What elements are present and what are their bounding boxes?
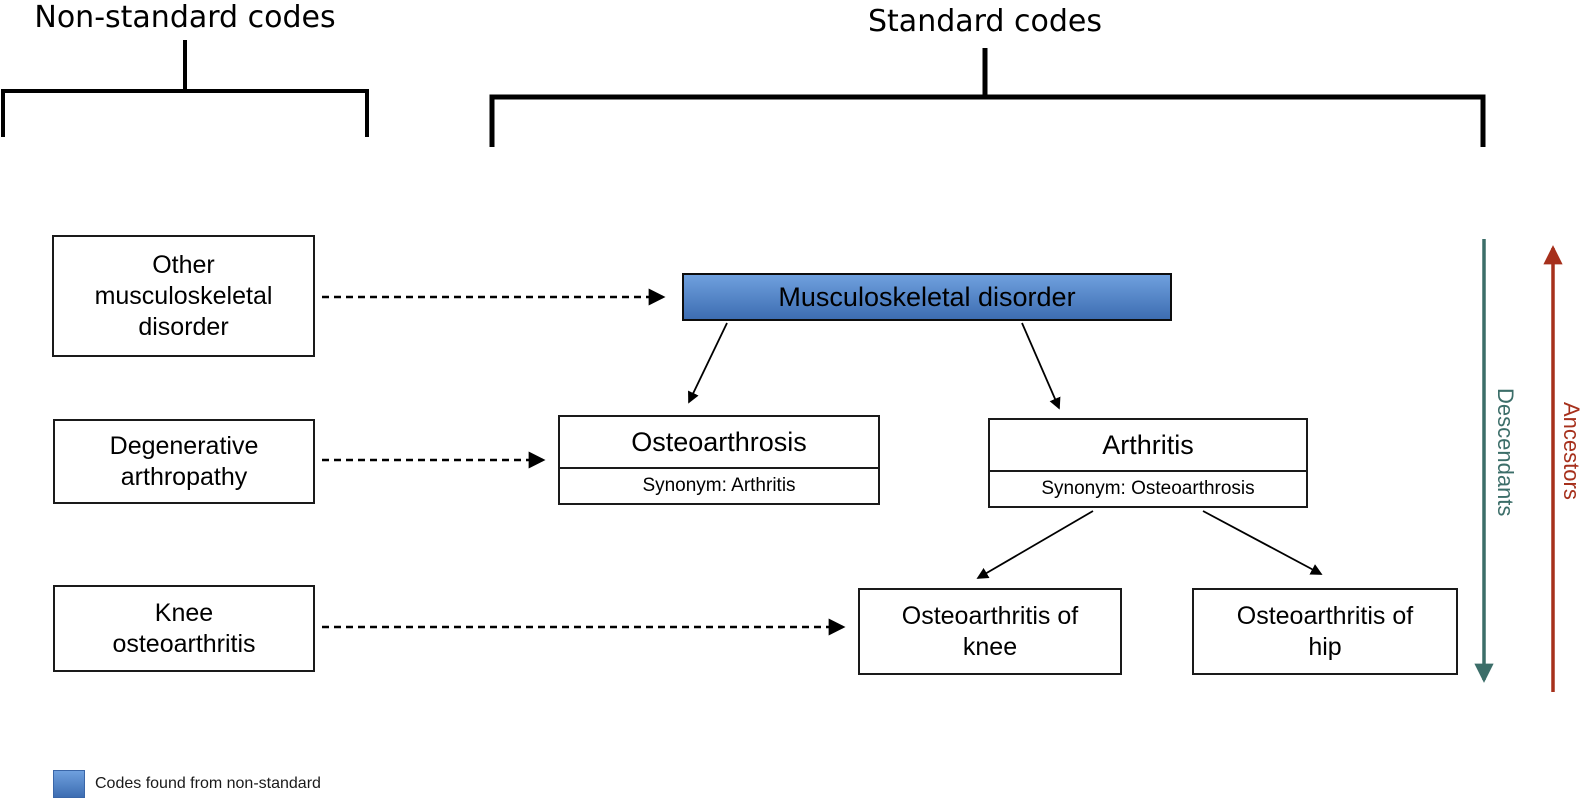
descendants-axis-label: Descendants [1493,388,1518,517]
non-standard-box-knee-osteoarthritis: Knee osteoarthritis [53,585,315,672]
standard-bracket [489,48,1486,147]
non-standard-bracket [1,40,369,137]
arrow-arthritis-to-knee [976,510,1094,579]
box-label: Osteoarthrosis [560,417,878,469]
standard-box-osteoarthritis-of-knee: Osteoarthritis of knee [858,588,1122,675]
non-standard-codes-title: Non-standard codes [34,0,336,35]
box-label: Musculoskeletal disorder [778,281,1076,312]
arrow-root-to-arthritis [1021,322,1061,410]
standard-box-osteoarthrosis: Osteoarthrosis Synonym: Arthritis [558,415,880,505]
box-label: Other musculoskeletal disorder [94,250,273,341]
box-synonym: Synonym: Arthritis [642,475,796,496]
legend-label: Codes found from non-standard [95,775,321,792]
box-label: Arthritis [990,420,1306,472]
legend: Codes found from non-standard [53,770,321,798]
box-synonym: Synonym: Osteoarthrosis [1041,478,1255,499]
legend-swatch-blue [53,770,85,798]
standard-box-osteoarthritis-of-hip: Osteoarthritis of hip [1192,588,1458,675]
standard-box-arthritis: Arthritis Synonym: Osteoarthrosis [988,418,1308,508]
box-label: Knee osteoarthritis [112,598,256,658]
non-standard-box-degenerative-arthropathy: Degenerative arthropathy [53,419,315,504]
box-label: Osteoarthritis of hip [1236,601,1414,661]
non-standard-box-other-musculoskeletal-disorder: Other musculoskeletal disorder [52,235,315,357]
ancestors-axis-label: Ancestors [1559,402,1584,500]
standard-box-musculoskeletal-disorder-highlighted: Musculoskeletal disorder [682,273,1172,321]
arrow-arthritis-to-hip [1202,510,1323,575]
box-label: Osteoarthritis of knee [901,601,1079,661]
box-label: Degenerative arthropathy [109,431,259,491]
standard-codes-title: Standard codes [868,4,1102,39]
arrow-root-to-osteoarthrosis [688,322,728,404]
